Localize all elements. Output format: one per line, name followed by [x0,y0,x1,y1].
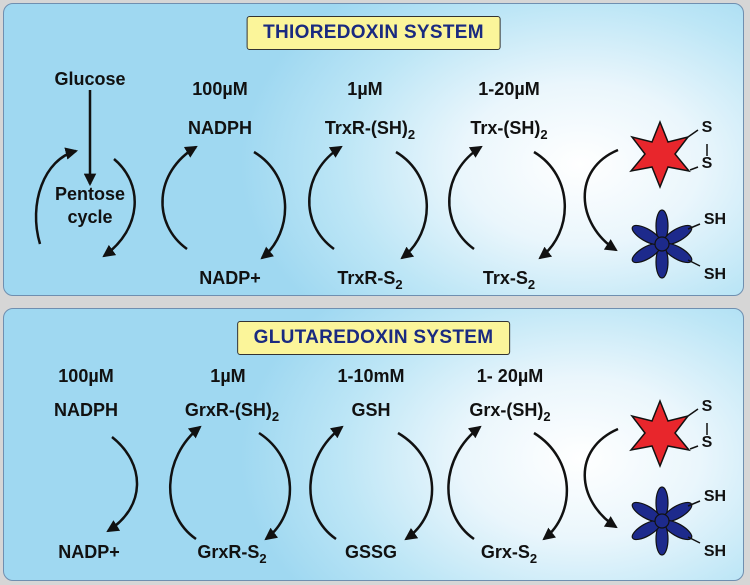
glutaredoxin-panel: GLUTAREDOXIN SYSTEM 100µM NADPH NADP+ 1µ… [3,308,744,581]
glutaredoxin-diagram-art [106,398,708,556]
grxr-sh2-to-s2-arrow [258,431,292,541]
nadph-to-nadp-arrow [253,150,287,260]
trx-reduced-label: Trx-(SH)2 [470,118,548,142]
disulfide-protein-star-icon [629,119,691,190]
disulfide-protein-star-icon [629,398,691,469]
nadp-label: NADP+ [199,268,261,288]
cycle-label: cycle [67,207,113,227]
gsh-label: GSH [351,400,391,420]
trx-concentration: 1-20µM [478,79,540,99]
trxr-reduced-label: TrxR-(SH)2 [324,118,416,142]
grx-reduced-label: Grx-(SH)2 [469,400,551,424]
disulfide-s-top: S [701,119,713,136]
gsh-concentration: 1-10mM [337,366,405,386]
trx-s2-to-sh2-arrow [448,145,483,251]
gssg-label: GSSG [344,542,398,562]
disulfide-s-bottom: S [701,155,713,172]
thiol-sh-bottom: SH [703,266,727,283]
disulfide-s-bottom: S [701,434,713,451]
grxr-reduced-label: GrxR-(SH)2 [184,400,280,424]
trx-sh2-to-s2-arrow [533,150,567,260]
trxr-oxidized-label: TrxR-S2 [337,268,403,292]
substrate-reduction-arrow [583,148,619,252]
grx-sh2-to-s2-arrow [533,431,569,541]
nadph-to-nadp-arrow [106,436,139,533]
thiol-sh-bottom: SH [703,543,727,560]
grxr-concentration: 1µM [210,366,246,386]
grx-concentration: 1- 20µM [476,366,544,386]
nadph-label: NADPH [53,400,119,420]
gssg-to-gsh-arrow [309,425,344,541]
grxr-s2-to-sh2-arrow [168,425,202,541]
thiol-bond-lines [687,500,701,544]
reduced-protein-flower-icon [631,209,693,279]
grx-oxidized-label: Grx-S2 [480,542,538,566]
thiol-sh-top: SH [703,211,727,228]
thioredoxin-diagram-art [34,90,708,279]
nadp-label: NADP+ [58,542,120,562]
disulfide-bond-lines [687,129,708,171]
thioredoxin-system-title: THIOREDOXIN SYSTEM [246,16,501,50]
thiol-bond-lines [687,223,701,267]
disulfide-bond-lines [687,408,708,450]
substrate-reduction-arrow [583,427,619,529]
nadph-label: NADPH [187,118,253,138]
reduced-protein-flower-icon [631,486,693,556]
thiol-sh-top: SH [703,488,727,505]
thioredoxin-panel: THIOREDOXIN SYSTEM Glucose Pentose cycle… [3,3,744,296]
glucose-label: Glucose [54,69,126,89]
disulfide-s-top: S [701,398,713,415]
pentose-label: Pentose [54,184,126,204]
pentose-cycle-left-arc [34,147,79,245]
gsh-to-gssg-arrow [397,431,434,541]
nadp-to-nadph-arrow [161,145,198,251]
pentose-cycle-right-arc [102,158,136,258]
glutaredoxin-system-title: GLUTAREDOXIN SYSTEM [236,321,511,355]
grx-s2-to-sh2-arrow [447,425,482,541]
grxr-oxidized-label: GrxR-S2 [197,542,267,566]
trx-oxidized-label: Trx-S2 [482,268,536,292]
trxr-sh2-to-s2-arrow [395,150,429,260]
trxr-s2-to-sh2-arrow [308,145,343,251]
nadph-concentration: 100µM [58,366,114,386]
nadph-concentration: 100µM [192,79,248,99]
trxr-concentration: 1µM [347,79,383,99]
